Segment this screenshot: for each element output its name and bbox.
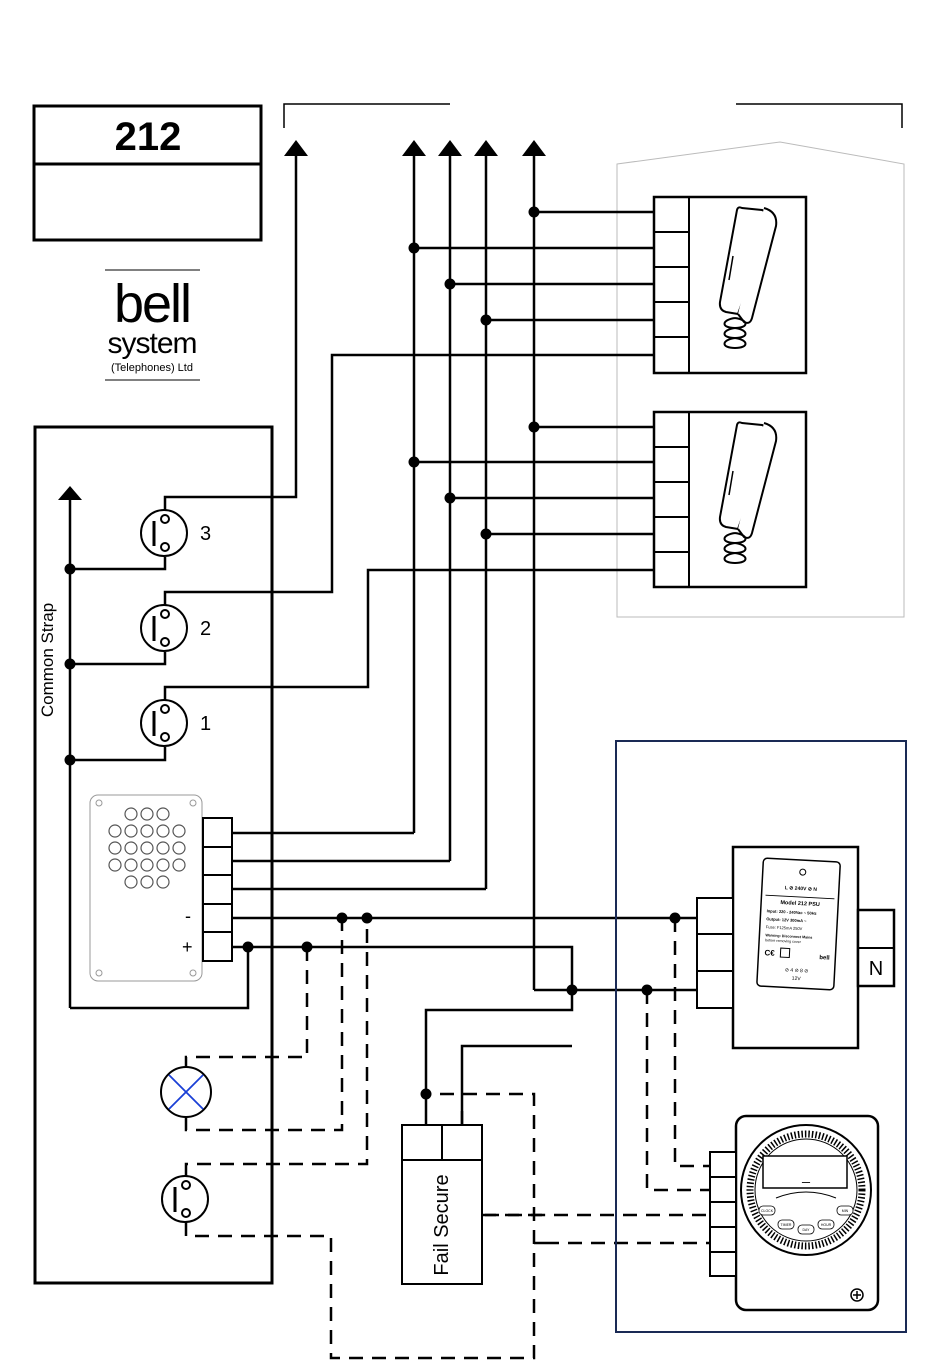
logo-telephones-ltd: (Telephones) Ltd xyxy=(111,362,193,374)
lamp-icon xyxy=(161,1067,211,1117)
timer-button-hour: HOUR xyxy=(821,1223,832,1227)
psu-neutral-label: N xyxy=(869,958,883,980)
terminal-plus-label: + xyxy=(182,937,193,957)
screw-icon xyxy=(851,1289,863,1301)
bus-arrowheads xyxy=(284,140,546,156)
button-2-label: 2 xyxy=(200,618,211,640)
fail-secure-lock: Fail Secure xyxy=(402,1125,482,1284)
bus-junctions xyxy=(409,207,540,540)
panel-bus-wiring xyxy=(232,833,697,1125)
power-supply-unit: N L ⊘ 240V ⊘ N Model 212 PSU Input: 220 … xyxy=(697,847,894,1048)
logo-bell: bell xyxy=(114,274,190,334)
terminal-minus-label: - xyxy=(185,906,191,926)
push-button-icon xyxy=(141,510,187,556)
push-button-icon xyxy=(141,700,187,746)
model-number: 212 xyxy=(115,115,182,159)
svg-text:⊘ 4 ⊘ 8 ⊘: ⊘ 4 ⊘ 8 ⊘ xyxy=(785,967,809,974)
panel-terminal-block xyxy=(203,818,232,961)
entrance-panel: Common Strap 3 2 xyxy=(35,427,272,1283)
bus-wires xyxy=(165,150,654,990)
top-brackets xyxy=(284,104,902,128)
button-3-label: 3 xyxy=(200,523,211,545)
timer-button-clock: CLOCK xyxy=(761,1209,774,1213)
push-button-icon xyxy=(141,605,187,651)
handset-unit-1 xyxy=(654,197,806,373)
svg-text:12V: 12V xyxy=(792,976,802,982)
logo-system: system xyxy=(107,327,196,360)
timer-button-timer: TIMER xyxy=(781,1223,792,1227)
dashed-lock-feeds xyxy=(482,1215,545,1243)
psu-rating-label: L ⊘ 240V ⊘ N Model 212 PSU Input: 220 - … xyxy=(757,858,841,990)
common-strap-label: Common Strap xyxy=(38,603,57,717)
ce-mark: C€ xyxy=(764,948,775,958)
timer-display-text: _ xyxy=(801,1167,810,1183)
time-switch-unit: _ CLOCK TIMER DAY HOUR MIN xyxy=(710,1116,878,1310)
handset-unit-2 xyxy=(654,412,806,587)
fail-secure-label: Fail Secure xyxy=(431,1174,453,1275)
psu-label-logo: bell xyxy=(819,955,830,962)
timer-button-min: MIN xyxy=(842,1209,849,1213)
button-1-label: 1 xyxy=(200,713,211,735)
timer-button-day: DAY xyxy=(803,1228,811,1232)
timer-dial-icon xyxy=(741,1125,871,1255)
bell-system-logo: bell system (Telephones) Ltd xyxy=(105,270,200,380)
model-box: 212 xyxy=(34,106,261,240)
exit-push-button-icon xyxy=(162,1176,208,1222)
